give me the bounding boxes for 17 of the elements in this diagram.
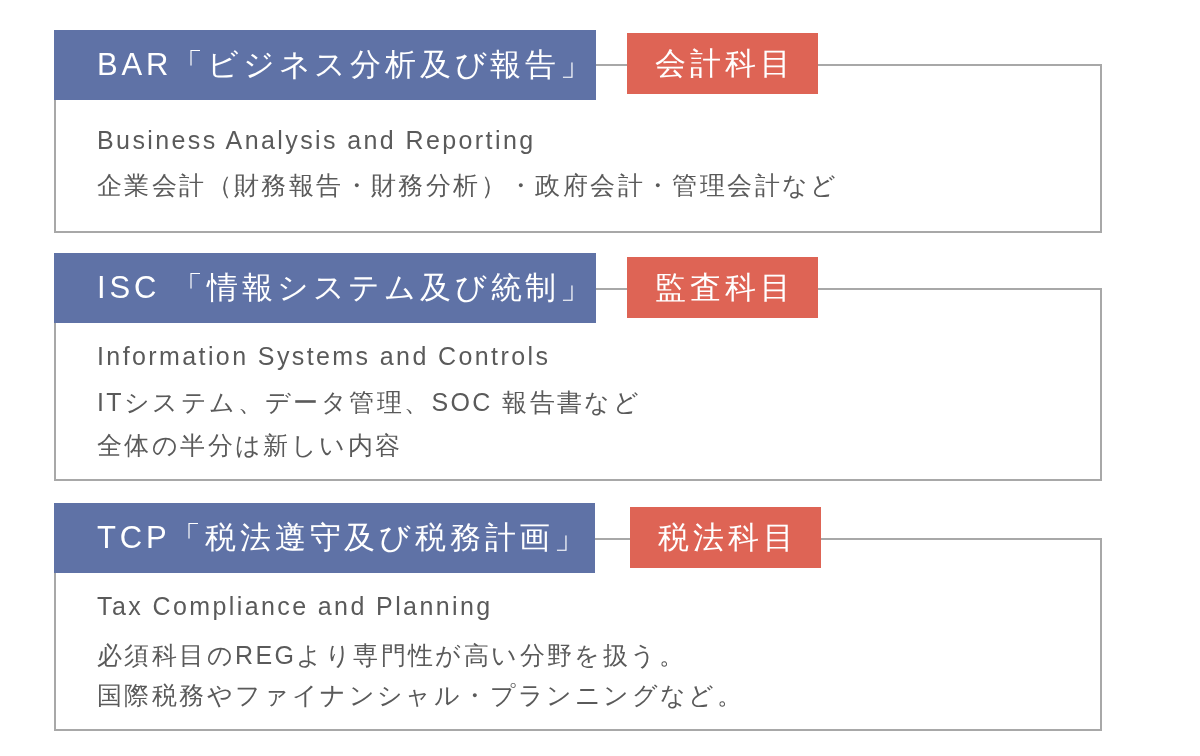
heading-banner: TCP「税法遵守及び税務計画」 [54, 503, 595, 573]
category-tag: 税法科目 [630, 507, 821, 568]
heading-banner: BAR「ビジネス分析及び報告」 [54, 30, 596, 100]
content-panel [54, 573, 1102, 731]
content-panel [54, 323, 1102, 481]
content-panel [54, 100, 1102, 233]
category-tag: 監査科目 [627, 257, 818, 318]
description-text: 企業会計（財務報告・財務分析）・政府会計・管理会計など [97, 170, 839, 201]
description-text: Business Analysis and Reporting [97, 125, 536, 156]
description-text: ITシステム、データ管理、SOC 報告書など [97, 387, 642, 418]
category-tag: 会計科目 [627, 33, 818, 94]
description-text: 全体の半分は新しい内容 [97, 430, 403, 461]
description-text: 必須科目のREGより専門性が高い分野を扱う。 [97, 640, 686, 671]
description-text: Information Systems and Controls [97, 341, 551, 372]
description-text: 国際税務やファイナンシャル・プランニングなど。 [97, 680, 745, 711]
description-text: Tax Compliance and Planning [97, 591, 493, 622]
heading-banner: ISC 「情報システム及び統制」 [54, 253, 596, 323]
